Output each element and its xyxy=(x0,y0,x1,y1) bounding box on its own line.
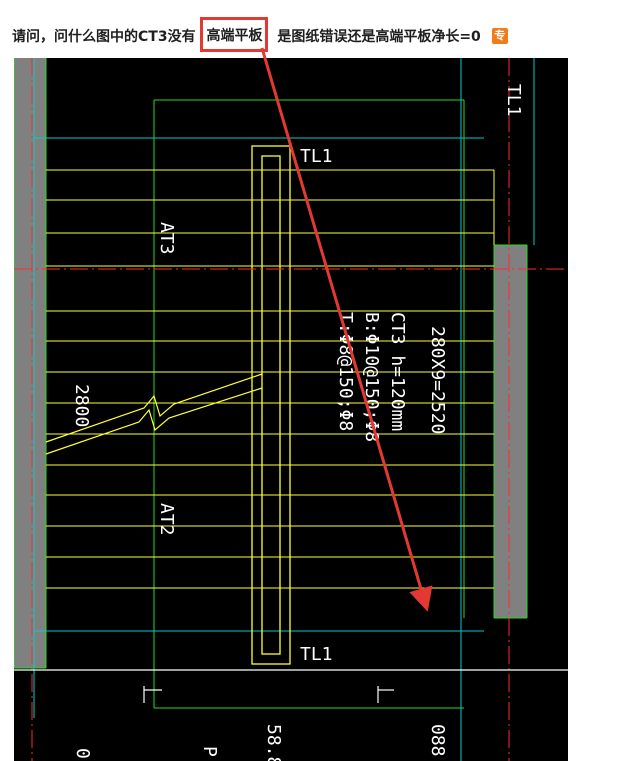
highlight-box: 高端平板 xyxy=(200,17,269,52)
stair-treads xyxy=(46,169,495,589)
question-part-1: 请问，问什么图中的CT3没有 xyxy=(12,28,196,45)
section-markers xyxy=(14,669,568,703)
right-wall xyxy=(494,245,527,618)
red-axes xyxy=(14,58,568,761)
label-tl1-top-right: TL1 xyxy=(503,84,524,117)
expert-badge: 专 xyxy=(491,27,508,44)
cad-drawing: TL1 TL1 TL1 AT3 AT2 2800 CT3 h=120mm B:Φ… xyxy=(14,58,568,761)
cyan-lines xyxy=(33,58,535,761)
left-wall xyxy=(14,58,46,668)
label-at2: AT2 xyxy=(156,503,177,536)
label-tl1-mid: TL1 xyxy=(300,146,333,167)
label-2800: 2800 xyxy=(71,384,92,427)
label-bottom-0: 0 xyxy=(72,748,93,759)
highlight-text: 高端平板 xyxy=(206,28,263,44)
green-outlines xyxy=(14,58,528,709)
question-part-2: 是图纸错误还是高端平板净长=0 xyxy=(277,28,481,45)
label-ct3-line1: CT3 h=120mm xyxy=(387,312,408,431)
question-text: 请问，问什么图中的CT3没有 高端平板 是图纸错误还是高端平板净长=0 专 xyxy=(12,17,572,52)
label-ct3-line3: T:Φ8@150;Φ8 xyxy=(335,312,356,431)
cad-canvas: TL1 TL1 TL1 AT3 AT2 2800 CT3 h=120mm B:Φ… xyxy=(14,58,568,761)
label-at3: AT3 xyxy=(156,222,177,255)
label-tl1-bottom: TL1 xyxy=(300,644,333,665)
beam-outline xyxy=(251,145,291,665)
label-ct3-line2: B:Φ10@150;Φ8 xyxy=(361,312,382,442)
label-bottom-588: 58.8 xyxy=(263,724,284,761)
label-bottom-088: 088 xyxy=(427,724,448,757)
label-bottom-p: P xyxy=(199,746,220,757)
label-steps-dim: 280X9=2520 xyxy=(427,326,448,434)
